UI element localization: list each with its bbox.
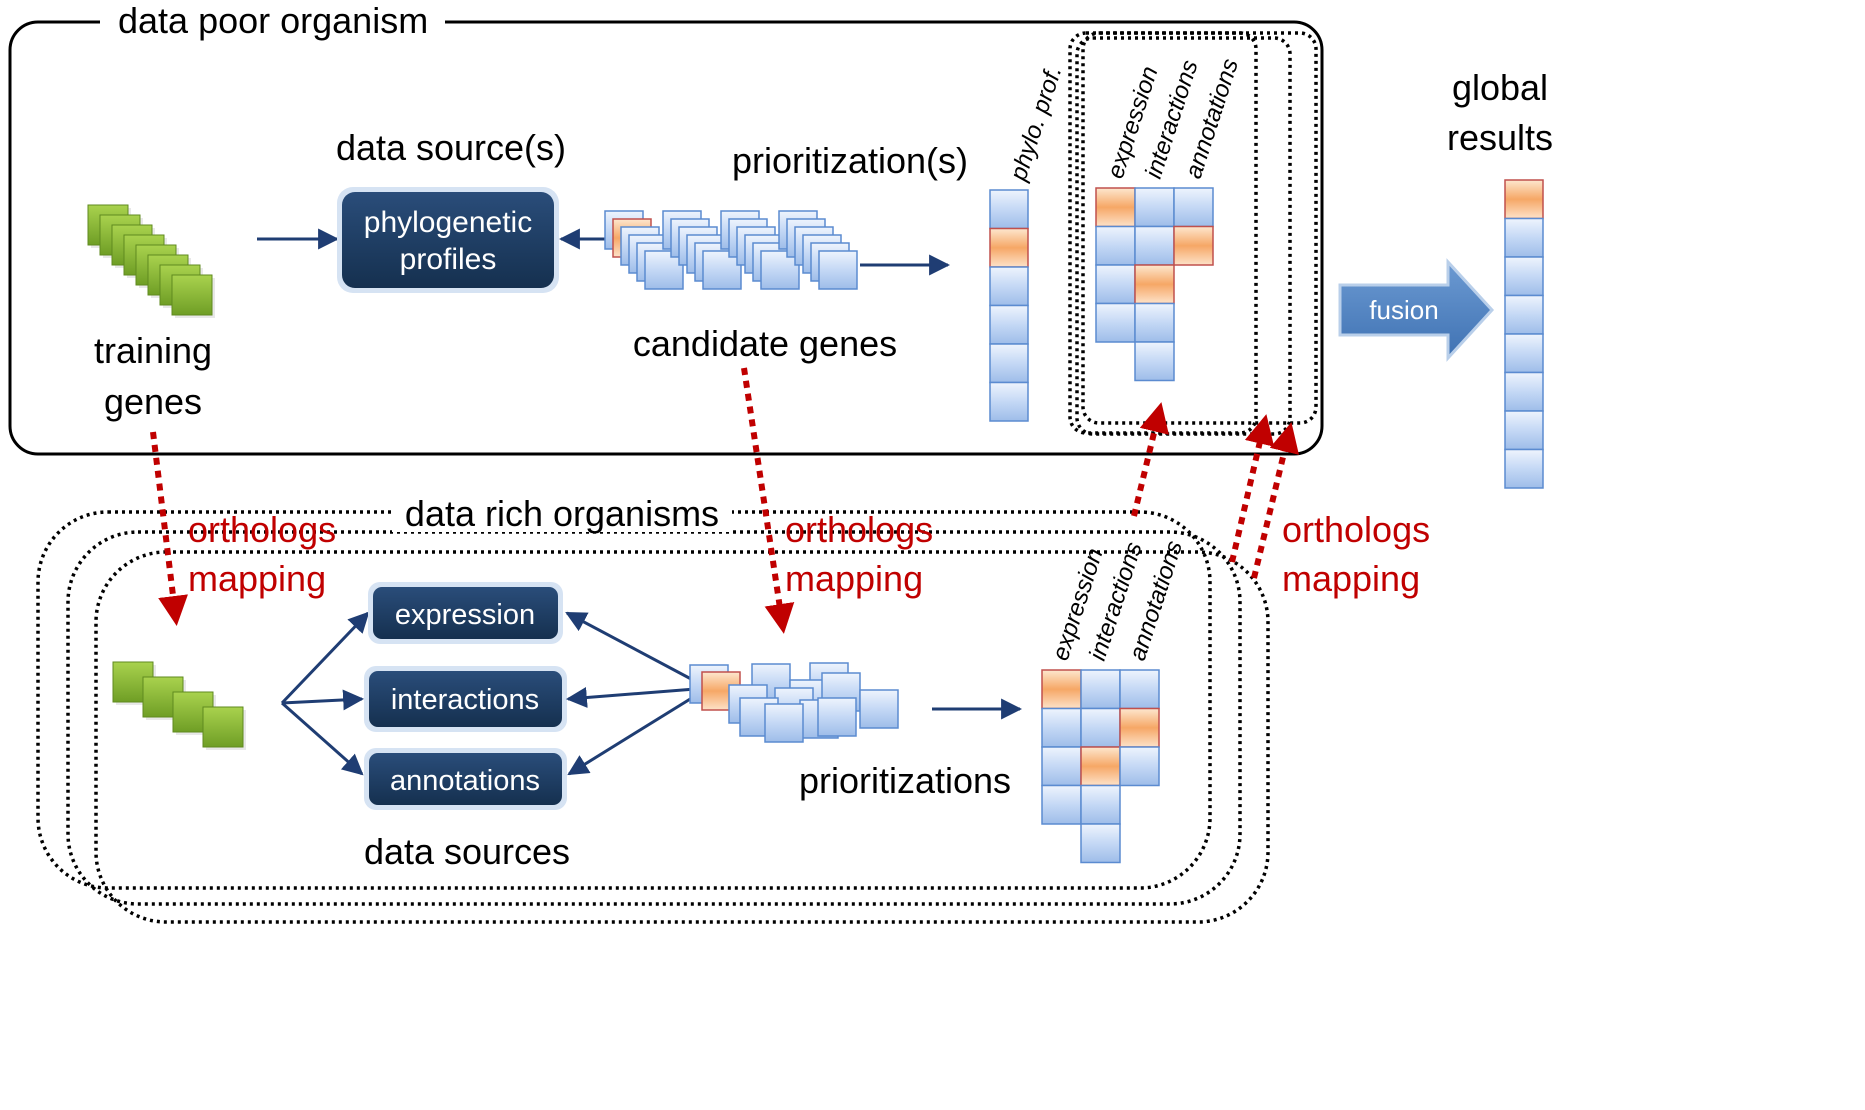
fusion-arrow: fusion	[1338, 258, 1495, 362]
data-rich-title: data rich organisms	[405, 493, 719, 534]
phylo-rank-cell	[989, 266, 1029, 307]
bottom-matrix-cell	[1119, 746, 1160, 787]
top-matrix-cell	[1095, 187, 1136, 228]
top-matrix-cell	[1134, 302, 1175, 343]
top-matrix-cell	[1095, 264, 1136, 305]
bottom-ranking-matrix	[1041, 669, 1160, 864]
global-rank-cell	[1504, 256, 1544, 297]
bottom-matrix-cell	[1080, 784, 1121, 825]
global-rank-cell	[1504, 217, 1544, 258]
bottom-matrix-cell	[1119, 707, 1160, 748]
col-label-phylo: phylo. prof.	[1005, 63, 1068, 185]
arrows-genes-to-sources	[280, 611, 370, 776]
training-genes-stack	[87, 204, 215, 318]
bottom-matrix-cell	[1080, 823, 1121, 864]
candidate-gene	[764, 703, 804, 743]
data-sources-label-bottom: data sources	[364, 831, 570, 872]
phylo-rank-cell	[989, 343, 1029, 384]
global-rank-cell	[1504, 410, 1544, 451]
bottom-matrix-cell	[1041, 707, 1082, 748]
source-label-expression: expression	[395, 599, 535, 631]
candidate-gene	[760, 250, 800, 290]
bottom-matrix-cell	[1080, 669, 1121, 710]
top-matrix-cell	[1134, 187, 1175, 228]
top-matrix-cell	[1173, 225, 1214, 266]
phylo-rank-cell	[989, 304, 1029, 345]
bottom-genes-stack	[112, 661, 246, 750]
candidate-gene	[818, 250, 858, 290]
data-sources-label-top: data source(s)	[336, 127, 566, 168]
bottom-matrix-cell	[1041, 746, 1082, 787]
top-dotted-stack	[1068, 31, 1318, 436]
source-label-annotations: annotations	[390, 765, 540, 797]
source-label-interactions: interactions	[391, 684, 539, 716]
bottom-matrix-cell	[1119, 669, 1160, 710]
data-poor-title: data poor organism	[118, 0, 428, 41]
top-matrix-cell	[1095, 302, 1136, 343]
global-rank-cell	[1504, 448, 1544, 489]
phylo-box-line-2: profiles	[400, 243, 497, 276]
global-rank-cell	[1504, 333, 1544, 374]
phylo-ranking-column	[989, 189, 1029, 422]
mapping-label-1-line-1: orthologs	[188, 509, 336, 550]
phylogenetic-profiles-box: phylogenetic profiles	[337, 187, 559, 293]
source-box-annotations: annotations	[364, 748, 567, 810]
mapping-arrow-interactions-up	[1229, 414, 1275, 563]
phylo-rank-cell	[989, 381, 1029, 422]
bottom-matrix-cell	[1080, 746, 1121, 787]
top-matrix-cell	[1095, 225, 1136, 266]
candidate-gene	[817, 697, 857, 737]
mapping-arrow-annotations-up	[1251, 422, 1299, 579]
bottom-matrix-cell	[1041, 669, 1082, 710]
global-rank-cell	[1504, 294, 1544, 335]
mapping-arrow-training	[150, 431, 188, 626]
mapping-arrow-expression-up	[1131, 402, 1169, 517]
global-results-column	[1504, 179, 1544, 489]
training-genes-label-1: training	[94, 330, 212, 371]
arrows-candidates-to-sources	[565, 611, 709, 776]
top-matrix-cell	[1134, 264, 1175, 305]
top-ranking-matrix	[1095, 187, 1214, 382]
phylo-box-line-1: phylogenetic	[364, 206, 532, 239]
candidate-genes-cluster	[604, 210, 858, 290]
global-rank-cell	[1504, 371, 1544, 412]
fusion-label: fusion	[1369, 295, 1438, 325]
mapping-label-2-line-2: mapping	[785, 558, 923, 599]
source-box-expression: expression	[368, 582, 563, 644]
candidate-genes-label: candidate genes	[633, 323, 897, 364]
data-poor-frame	[8, 5, 1324, 456]
mapping-arrow-candidates	[741, 367, 795, 634]
global-results-label-1: global	[1452, 67, 1548, 108]
bottom-matrix-cell	[1041, 784, 1082, 825]
top-matrix-cell	[1134, 225, 1175, 266]
candidate-gene	[702, 250, 742, 290]
mapping-label-1-line-2: mapping	[188, 558, 326, 599]
bottom-matrix-cell	[1080, 707, 1121, 748]
data-rich-frames	[36, 510, 1270, 924]
bottom-gene	[202, 706, 244, 748]
prioritizations-label-bottom: prioritizations	[799, 760, 1011, 801]
top-matrix-cell	[1134, 341, 1175, 382]
top-matrix-cell	[1173, 187, 1214, 228]
phylo-rank-cell	[989, 227, 1029, 268]
global-rank-cell	[1504, 179, 1544, 220]
candidate-gene	[859, 689, 899, 729]
training-gene	[171, 274, 213, 316]
global-results-label-2: results	[1447, 117, 1553, 158]
mapping-label-2-line-1: orthologs	[785, 509, 933, 550]
mapping-label-3-line-1: orthologs	[1282, 509, 1430, 550]
prioritization-label-top: prioritization(s)	[732, 140, 968, 181]
source-box-interactions: interactions	[364, 666, 567, 732]
ortholog-mapping-arrows	[150, 367, 1299, 634]
bottom-candidate-cluster	[689, 662, 899, 743]
training-genes-label-2: genes	[104, 381, 202, 422]
phylo-rank-cell	[989, 189, 1029, 230]
mapping-label-3-line-2: mapping	[1282, 558, 1420, 599]
